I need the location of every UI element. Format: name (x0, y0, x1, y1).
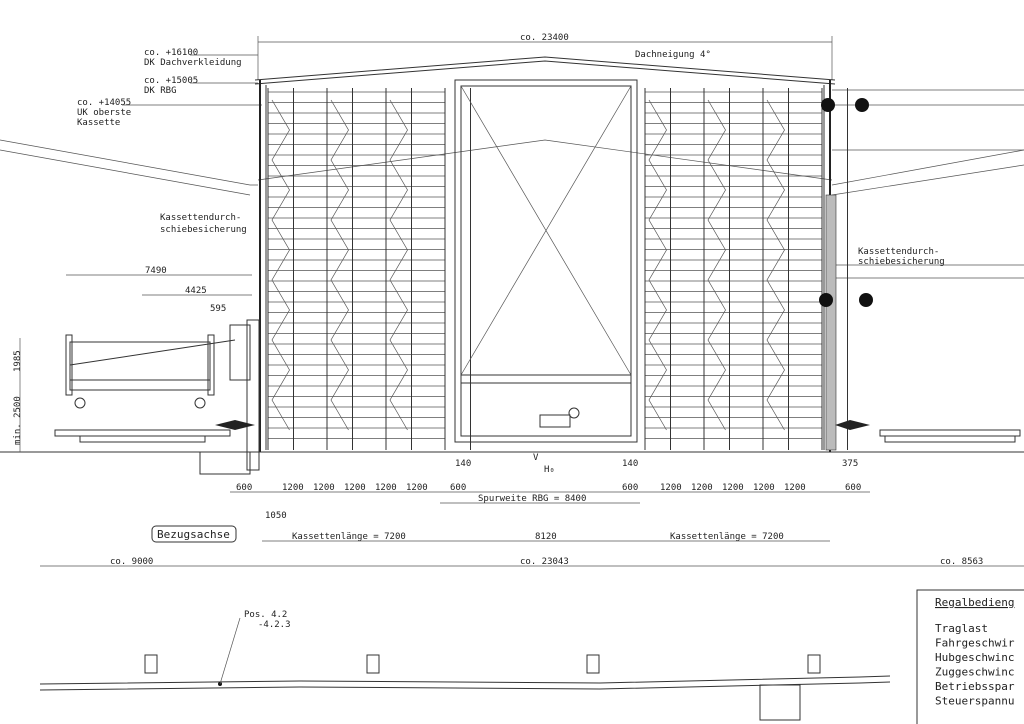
level-label: DK Dachverkleidung (144, 58, 242, 68)
safety-label: schiebesicherung (858, 257, 945, 267)
spec-row: Hubgeschwinc (935, 651, 1014, 664)
side-dimensions: 7490 4425 595 1985 min. 2500 Kassettendu… (13, 213, 945, 452)
axis-h-label: H₀ (544, 465, 555, 475)
dim-label: 600 (845, 483, 861, 493)
spec-row: Fahrgeschwir (935, 637, 1015, 650)
dim-label: 1050 (265, 511, 287, 521)
total-dim-label: co. 9000 (110, 557, 153, 567)
dim-label: 600 (622, 483, 638, 493)
spec-row: Steuerspannu (935, 695, 1014, 708)
stacker-crane (454, 79, 638, 443)
rack-bracing (707, 99, 726, 431)
spec-row: Zuggeschwinc (935, 666, 1014, 679)
roof-width-label: co. 23400 (520, 33, 569, 43)
level-value: co. +16100 (144, 48, 198, 58)
rack-bracing (648, 99, 667, 431)
position-label: Pos. 4.2 (244, 610, 287, 620)
rack-bracing (330, 99, 349, 431)
level-label: DK RBG (144, 86, 177, 96)
level-label: UK oberste (77, 108, 131, 118)
bay-width-label: 1200 (375, 483, 397, 493)
level-label: Kassette (77, 118, 120, 128)
dim-label: 140 (622, 459, 638, 469)
bay-width-label: 1200 (753, 483, 775, 493)
bay-width-label: 1200 (722, 483, 744, 493)
dim-label: 4425 (185, 286, 207, 296)
bay-width-label: 1200 (660, 483, 682, 493)
safety-label: Kassettendurch- (858, 247, 939, 257)
spec-row: Traglast (935, 622, 988, 635)
bay-width-label: 1200 (784, 483, 806, 493)
total-dim-label: co. 23043 (520, 557, 569, 567)
bay-width-label: 1200 (313, 483, 335, 493)
bay-width-label: 1200 (282, 483, 304, 493)
cassette-length-label: Kassettenlänge = 7200 (292, 532, 406, 542)
bay-width-label: 1200 (406, 483, 428, 493)
safety-label: Kassettendurch- (160, 213, 241, 223)
level-markers: co. +16100 DK Dachverkleidung co. +15005… (77, 48, 262, 128)
rail-plan-view: Pos. 4.2 -4.2.3 (39, 610, 891, 721)
bay-dimensions: 600 600 600 600 140 140 375 1050 Spurwei… (40, 453, 1024, 567)
spec-row: Betriebsspar (935, 680, 1015, 693)
level-value: co. +15005 (144, 76, 198, 86)
roof-width-dimension: co. 23400 Dachneigung 4° (257, 33, 833, 80)
transfer-device (54, 98, 1021, 475)
spec-box: Regalbedieng TraglastFahrgeschwirHubgesc… (916, 589, 1024, 724)
spec-title: Regalbedieng (935, 596, 1014, 609)
dim-label: 1985 (13, 350, 23, 372)
dim-label: min. 2500 (13, 396, 23, 445)
reference-axis-label: Bezugsachse (157, 528, 230, 541)
position-label: -4.2.3 (258, 620, 291, 630)
dim-label: 140 (455, 459, 471, 469)
dim-label: 600 (450, 483, 466, 493)
total-dim-label: co. 8563 (940, 557, 983, 567)
track-gauge-label: Spurweite RBG = 8400 (478, 494, 586, 504)
dim-label: 7490 (145, 266, 167, 276)
bay-width-label: 1200 (344, 483, 366, 493)
bay-width-label: 1200 (691, 483, 713, 493)
dim-label: 375 (842, 459, 858, 469)
cassette-length-label: Kassettenlänge = 7200 (670, 532, 784, 542)
rack-bracing (766, 99, 785, 431)
dim-label: 8120 (535, 532, 557, 542)
storage-racks (267, 88, 848, 450)
dim-label: 600 (236, 483, 252, 493)
building-outline (0, 56, 1024, 453)
safety-label: schiebesicherung (160, 225, 247, 235)
roof-slope-label: Dachneigung 4° (635, 50, 711, 60)
dim-label: 595 (210, 304, 226, 314)
level-value: co. +14055 (77, 98, 131, 108)
axis-v-label: V (533, 453, 539, 463)
rack-bracing (271, 99, 290, 431)
rack-bracing (389, 99, 408, 431)
